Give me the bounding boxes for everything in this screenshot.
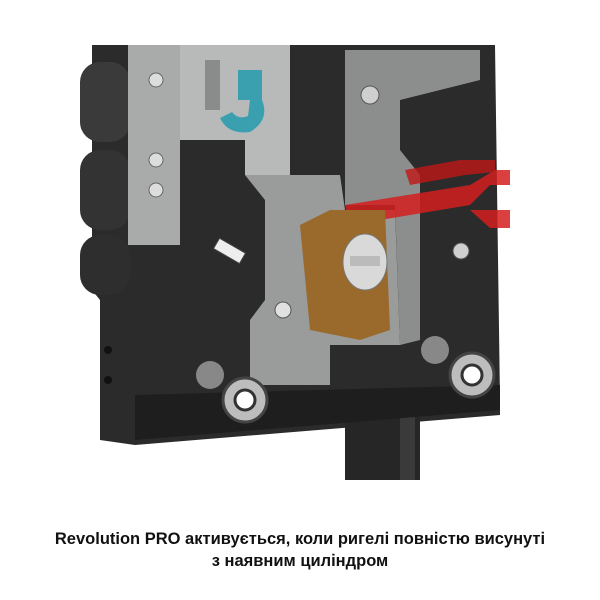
red-deadbolts bbox=[345, 160, 510, 228]
caption-line-2: з наявним циліндром bbox=[211, 552, 389, 570]
side-bolts bbox=[80, 62, 130, 384]
lock-mechanism-illustration bbox=[80, 45, 510, 480]
left-plate bbox=[128, 45, 180, 245]
gear bbox=[220, 70, 265, 133]
caption-line-1: Revolution PRO активується, коли ригелі … bbox=[54, 530, 546, 548]
bottom-studs bbox=[196, 336, 496, 424]
caption: Revolution PRO активується, коли ригелі … bbox=[0, 528, 600, 572]
cylinder bbox=[300, 210, 390, 340]
pin bbox=[212, 237, 247, 265]
stem-highlight bbox=[400, 415, 415, 480]
